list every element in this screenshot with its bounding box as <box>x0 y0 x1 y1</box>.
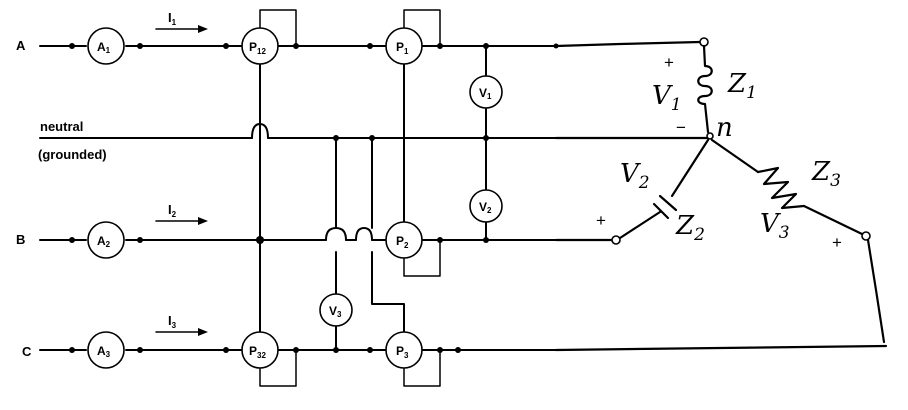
svg-text:A3: A3 <box>97 344 111 359</box>
terminal-a <box>699 37 709 47</box>
voltmeter-v1: V1 <box>469 75 503 109</box>
svg-text:V2: V2 <box>479 200 492 215</box>
load-v1-label: V1 <box>652 81 682 115</box>
load-z2-label: Z2 <box>675 211 705 245</box>
wye-load <box>611 37 886 344</box>
resistor-z3 <box>756 166 806 210</box>
svg-text:P1: P1 <box>396 40 409 56</box>
current-i2: I2 <box>155 202 208 225</box>
svg-text:V3: V3 <box>329 304 342 319</box>
voltmeter-v2: V2 <box>469 189 503 223</box>
line-b-label: B <box>16 232 25 247</box>
svg-text:P32: P32 <box>249 344 266 360</box>
voltmeter-v3: V3 <box>319 293 353 327</box>
inductor-z1 <box>697 44 713 134</box>
svg-text:V1: V1 <box>479 86 492 101</box>
load-z3-label: Z3 <box>811 157 841 191</box>
current-i1: I1 <box>155 10 208 33</box>
wattmeter-p2: P2 <box>385 221 423 259</box>
terminal-c <box>861 231 871 241</box>
wattmeter-p12: P12 <box>241 27 279 65</box>
svg-text:I1: I1 <box>168 10 177 27</box>
load-v2-label: V2 <box>620 159 650 193</box>
load-z1-label: Z1 <box>727 69 757 103</box>
ammeter-a3: A3 <box>87 331 125 369</box>
junction-dots <box>69 43 559 353</box>
svg-text:P2: P2 <box>396 234 409 250</box>
capacitor-z2-plate-2 <box>652 202 670 220</box>
v3-plus-sign: + <box>832 233 842 252</box>
neutral-label: neutral <box>40 119 83 134</box>
current-i3: I3 <box>155 313 208 336</box>
line-b-wires <box>39 227 614 277</box>
capacitor-z2-plate-1 <box>658 194 678 212</box>
ammeter-a2: A2 <box>87 221 125 259</box>
v2-plus-sign: + <box>596 211 606 230</box>
grounded-label: (grounded) <box>38 147 107 162</box>
svg-text:I2: I2 <box>168 202 177 219</box>
svg-text:A1: A1 <box>97 40 111 55</box>
v1-minus-sign: − <box>676 118 686 137</box>
wattmeter-p3: P3 <box>385 331 423 369</box>
line-c-label: C <box>22 344 32 359</box>
line-c-wires <box>39 344 888 387</box>
svg-text:I3: I3 <box>168 313 177 330</box>
load-v3-label: V3 <box>760 209 790 243</box>
wattmeter-p32: P32 <box>241 331 279 369</box>
neutral-point <box>706 132 714 140</box>
svg-text:P12: P12 <box>249 40 266 56</box>
svg-text:A2: A2 <box>97 234 111 249</box>
line-a-label: A <box>16 38 26 53</box>
line-a-wires <box>39 9 702 48</box>
v1-plus-sign: + <box>664 53 674 72</box>
ammeter-a1: A1 <box>87 27 125 65</box>
vertical-wires <box>259 45 487 351</box>
svg-text:P3: P3 <box>396 344 409 360</box>
neutral-point-label: n <box>716 113 733 143</box>
wattmeter-p1: P1 <box>385 27 423 65</box>
terminal-b <box>611 235 621 245</box>
